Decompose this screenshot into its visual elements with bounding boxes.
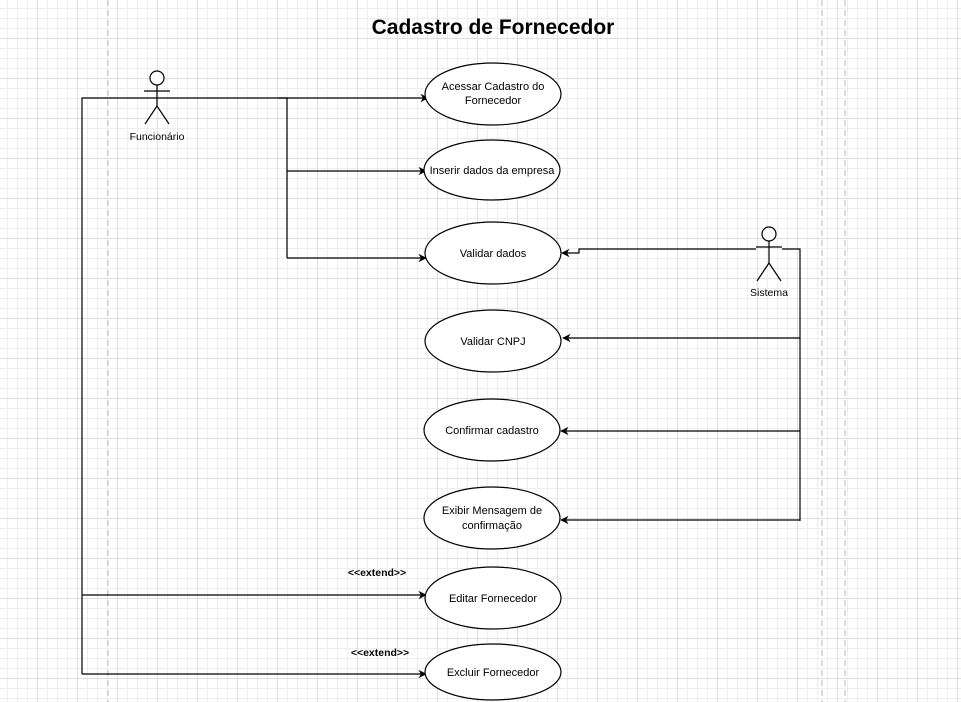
use-case-excluir-fornecedor[interactable]: Excluir Fornecedor [424,643,562,701]
use-case-ellipse[interactable] [424,221,562,285]
actor-sistema-label: Sistema [750,287,788,299]
use-case-label-line-2: Fornecedor [465,95,522,107]
funcionario-connectors [81,93,429,679]
use-case-ellipse[interactable] [423,486,561,550]
actor-sistema[interactable]: Sistema [750,226,788,299]
use-case-ellipse[interactable] [424,566,562,630]
actor-funcionario-label: Funcionário [130,131,185,143]
actor-funcionario-head [149,70,165,86]
use-case-ellipse[interactable] [424,309,562,373]
stereotype-extend-excluir: <<extend>> [351,647,409,659]
use-case-inserir-dados[interactable]: Inserir dados da empresa [423,139,561,201]
use-case-label-line-1: Acessar Cadastro do [442,81,545,93]
use-case-label-line-2: confirmação [462,520,522,532]
use-case-exibir-mensagem[interactable]: Exibir Mensagem de confirmação [423,486,561,550]
use-case-label: Validar dados [460,248,527,260]
stereotype-extend-editar: <<extend>> [348,567,406,579]
edge-funcionario-branch [278,97,288,258]
use-case-validar-cnpj[interactable]: Validar CNPJ [424,309,562,373]
actor-funcionario[interactable]: Funcionário [130,70,185,143]
use-case-ellipse[interactable] [424,62,562,126]
use-case-label: Confirmar cadastro [445,425,539,437]
actor-sistema-leg-left [756,262,770,282]
edge-sistema-validar-dados [561,248,756,258]
use-case-label: Validar CNPJ [460,336,525,348]
use-case-validar-dados[interactable]: Validar dados [424,221,562,285]
diagram-title: Cadastro de Fornecedor [372,16,615,39]
use-case-label: Editar Fornecedor [449,593,537,605]
actor-sistema-head [761,226,777,242]
use-case-ellipse[interactable] [423,398,561,462]
sistema-connectors [560,248,801,525]
use-case-ellipse[interactable] [424,643,562,701]
actor-funcionario-leg-right [156,105,170,125]
edge-funcionario-trunk-left [81,97,144,674]
use-case-label-line-1: Exibir Mensagem de [442,505,542,517]
use-case-label: Inserir dados da empresa [430,165,556,177]
use-case-confirmar-cadastro[interactable]: Confirmar cadastro [423,398,561,462]
actor-sistema-leg-right [768,262,782,282]
actor-funcionario-leg-left [144,105,158,125]
use-case-editar-fornecedor[interactable]: Editar Fornecedor [424,566,562,630]
use-case-label: Excluir Fornecedor [447,667,540,679]
use-case-acessar-cadastro[interactable]: Acessar Cadastro do Fornecedor [424,62,562,126]
edge-sistema-trunk [782,248,801,521]
use-case-ellipse[interactable] [423,139,561,201]
